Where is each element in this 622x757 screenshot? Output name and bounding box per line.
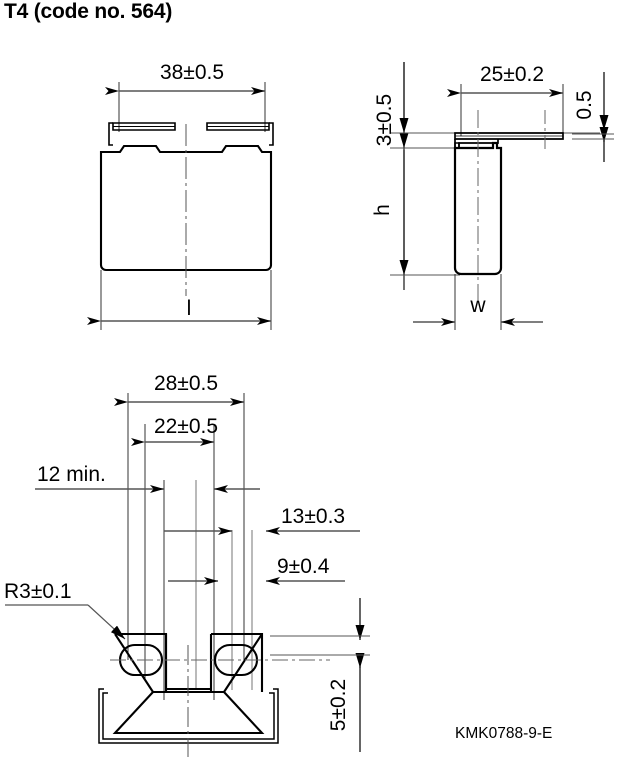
bottom-dim-r3-leader <box>5 604 126 640</box>
side-body-outline <box>453 141 503 276</box>
front-view: 38±0.5 l <box>87 61 274 330</box>
bottom-dim-5-label: 5±0.2 <box>327 679 350 731</box>
side-dim-3-label: 3±0.5 <box>373 94 396 146</box>
front-body-outline <box>99 144 273 272</box>
bottom-extension-lines <box>127 393 245 700</box>
side-dim-25-label: 25±0.2 <box>480 63 544 86</box>
bottom-dim-22-label: 22±0.5 <box>154 415 218 438</box>
side-dim-w-label: w <box>469 294 486 317</box>
bottom-view: 28±0.5 22±0.5 12 min. 13±0.3 <box>4 372 370 757</box>
side-dim-h-label: h <box>371 204 394 216</box>
front-terminal-leads <box>108 122 274 146</box>
side-terminal-strip <box>454 132 564 149</box>
part-code-label: KMK0788-9-E <box>455 725 553 742</box>
bottom-body-outline <box>112 632 265 735</box>
front-dim-38-label: 38±0.5 <box>160 61 224 84</box>
bottom-dim-5 <box>270 598 370 752</box>
bottom-extension-lines-thin <box>195 480 253 690</box>
front-dim-38-extensions <box>118 82 266 132</box>
bottom-dim-13-label: 13±0.3 <box>281 505 345 528</box>
bottom-dim-9-label: 9±0.4 <box>277 555 330 578</box>
front-dim-l-label: l <box>187 297 192 320</box>
side-center-lines <box>477 110 546 300</box>
side-dim-05 <box>572 72 614 162</box>
page-title: T4 (code no. 564) <box>4 0 173 23</box>
bottom-dim-12-label: 12 min. <box>37 463 106 486</box>
side-dim-25-extensions <box>460 84 564 136</box>
bottom-dim-28-label: 28±0.5 <box>154 372 218 395</box>
side-view: 3±0.5 h 25±0.2 0.5 w <box>371 62 614 330</box>
bottom-dim-r3-label: R3±0.1 <box>4 580 72 603</box>
side-dim-05-label: 0.5 <box>573 90 596 119</box>
side-lead-plane-lines <box>390 132 600 276</box>
